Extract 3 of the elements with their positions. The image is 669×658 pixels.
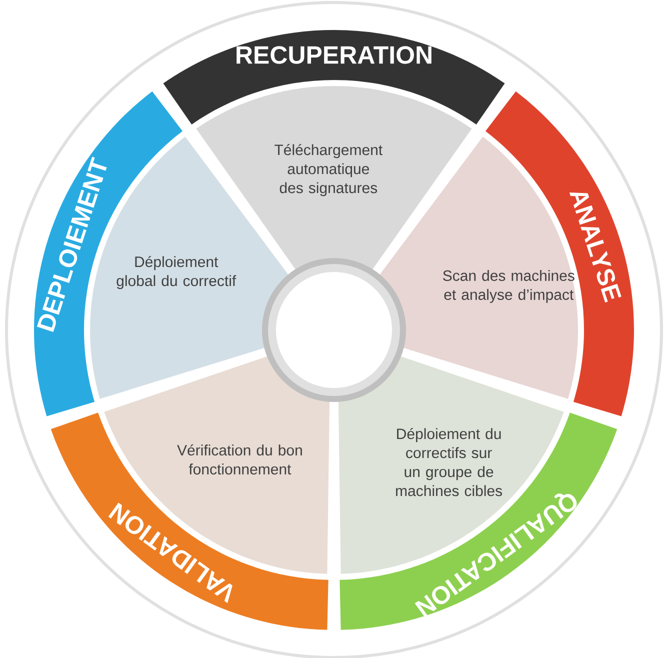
- band-heading: RECUPERATION: [163, 30, 505, 124]
- step-description: Téléchargement automatique des signatures: [274, 144, 382, 196]
- step-description: Vérification du bon fonctionnement: [177, 444, 302, 475]
